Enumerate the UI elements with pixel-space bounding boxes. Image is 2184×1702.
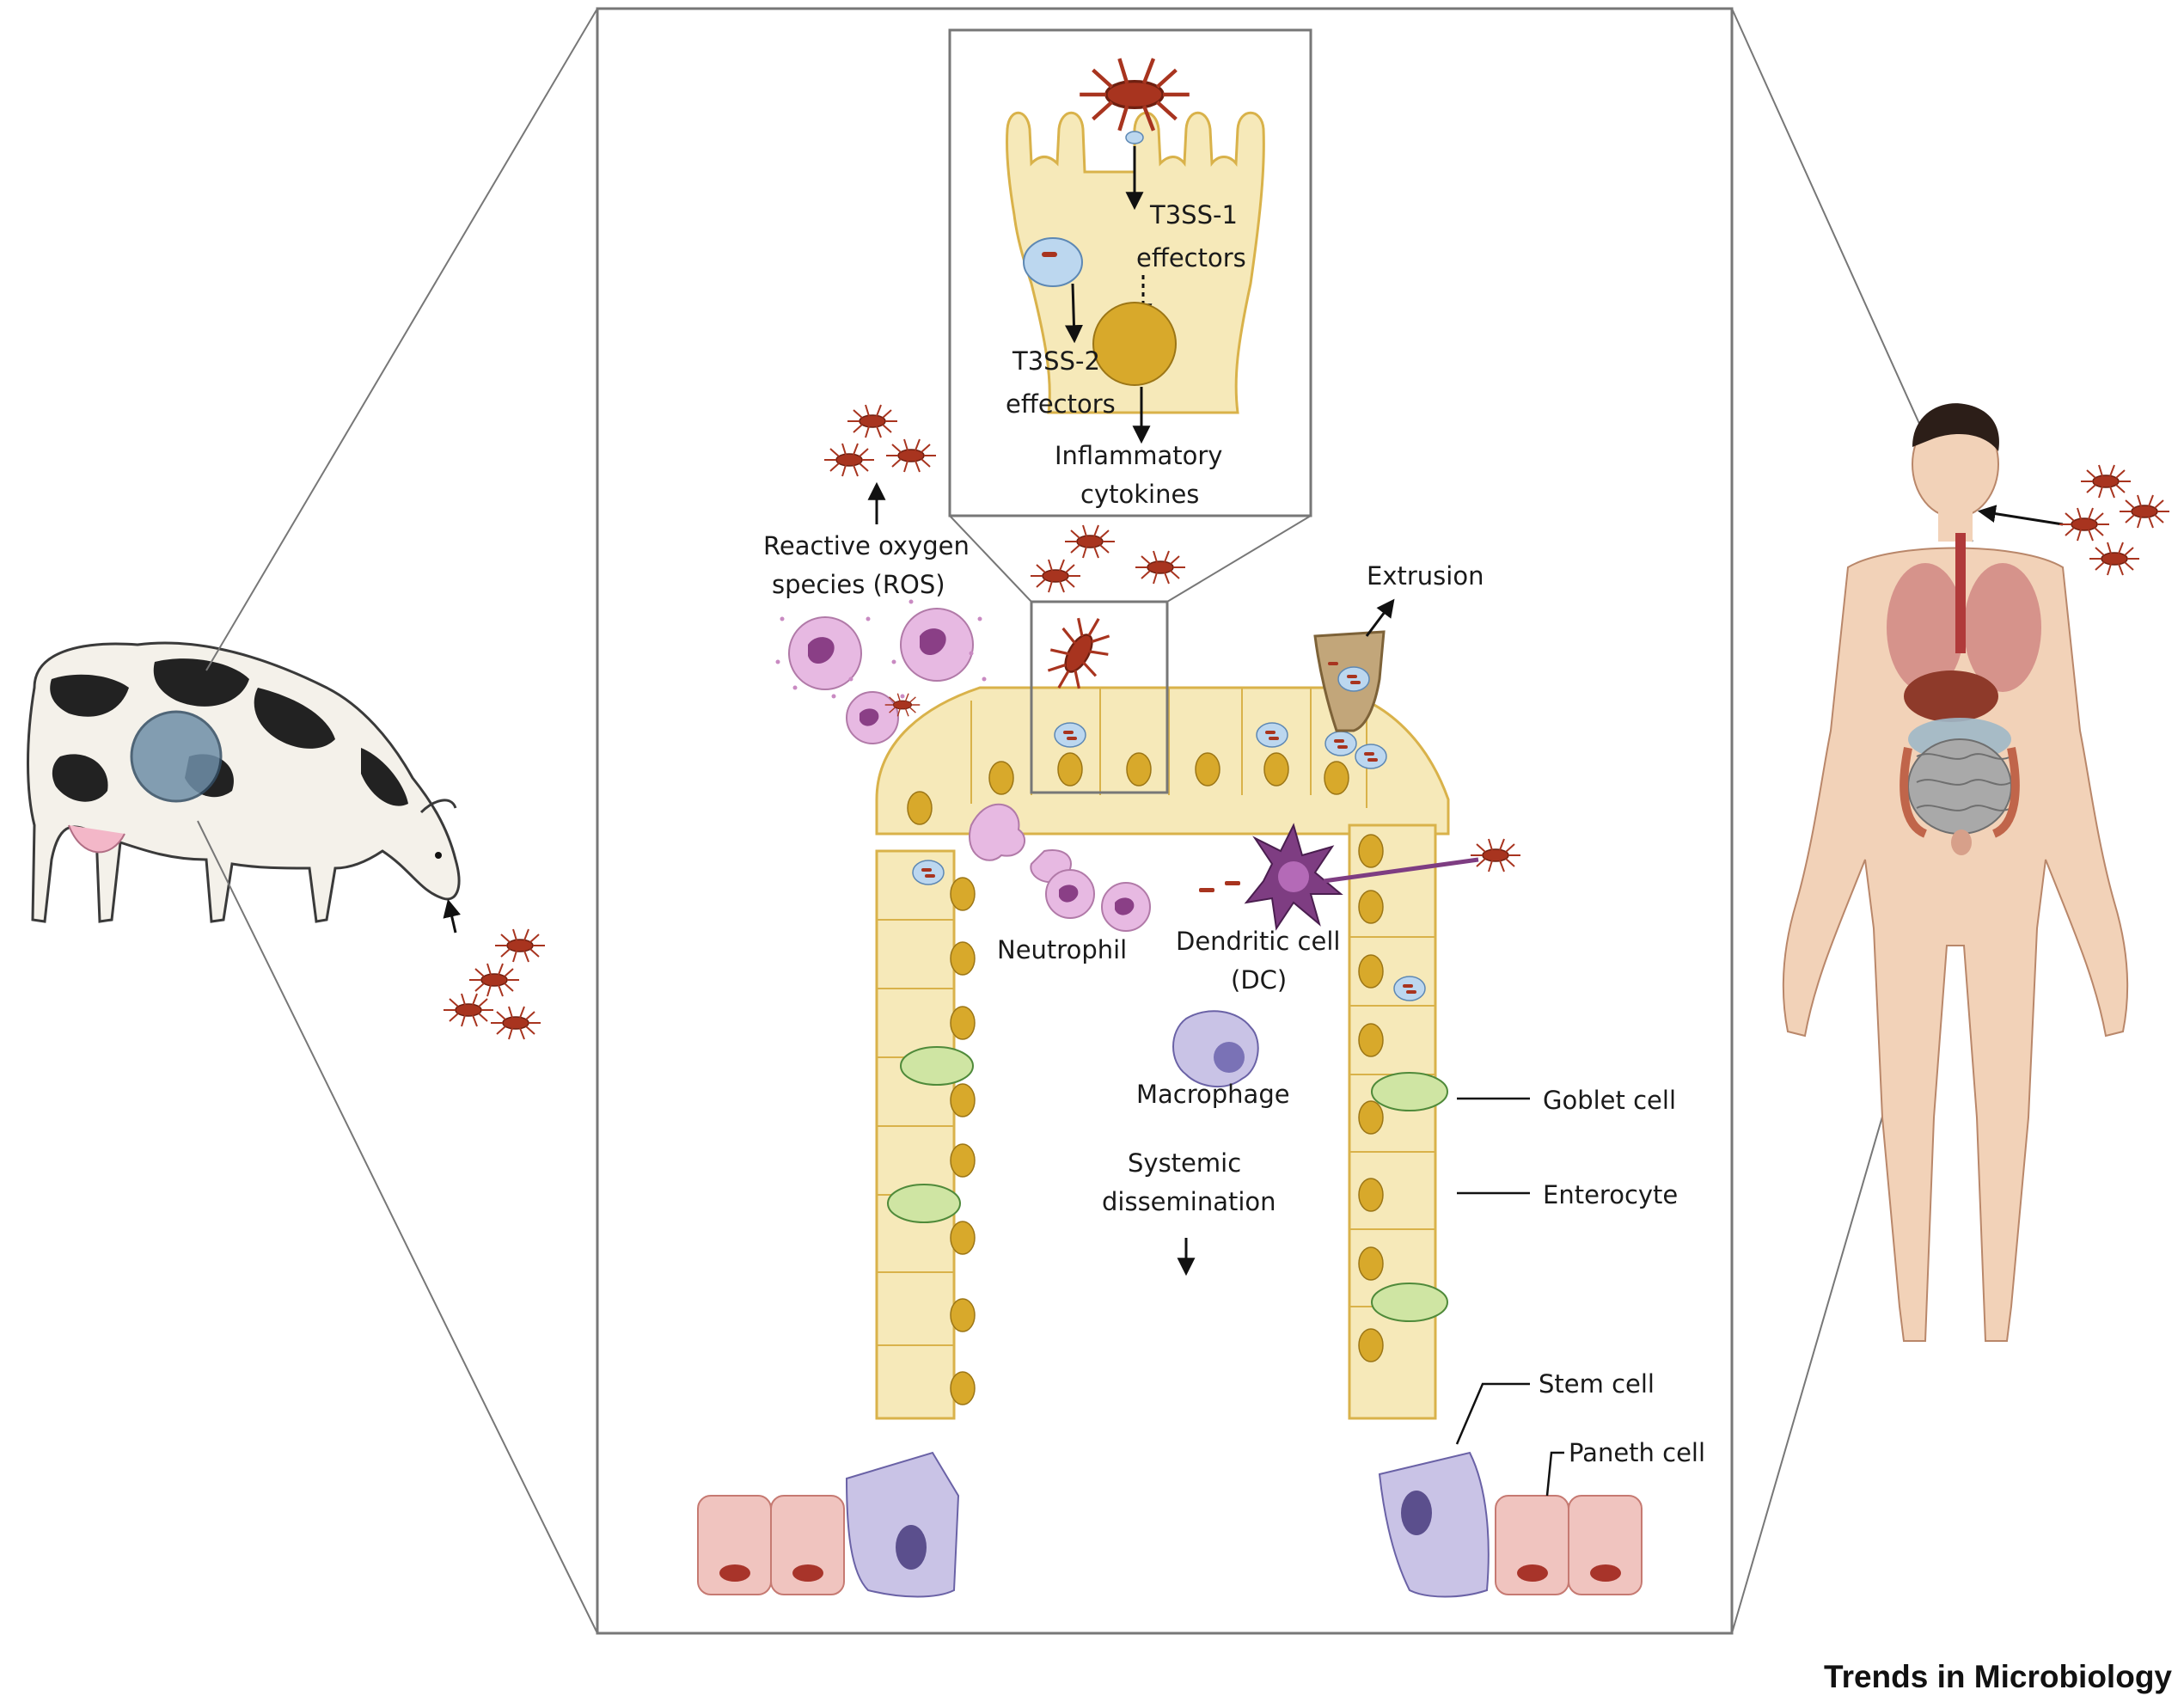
label-ros-line1: Reactive oxygen — [763, 531, 970, 560]
label-extrusion: Extrusion — [1367, 561, 1484, 591]
goblet-cell-left-2 — [887, 1184, 961, 1223]
label-t3ss2-line2: effectors — [1006, 389, 1116, 419]
bacterium-lumen-1 — [1064, 524, 1116, 559]
neutrophils-lamina — [969, 803, 1151, 932]
label-dc-line2: (DC) — [1231, 965, 1287, 995]
bacterium-human-4 — [2089, 542, 2140, 576]
bacterium-sampled-by-dc — [1470, 838, 1521, 872]
crypt-base-left — [697, 1451, 960, 1598]
zoom-box-epithelium — [1030, 600, 1169, 794]
journal-footer: Trends in Microbiology — [1824, 1659, 2172, 1694]
label-stem-cell: Stem cell — [1539, 1369, 1655, 1399]
bacterium-human-2 — [2059, 507, 2110, 542]
goblet-cell-right-2 — [1371, 1283, 1448, 1322]
main-panel-frame — [596, 7, 1734, 1635]
villus-epithelium — [875, 686, 1450, 1420]
bacterium-cow-3 — [443, 993, 494, 1027]
bacterium-human-3 — [2119, 494, 2170, 529]
label-neutrophil: Neutrophil — [997, 935, 1127, 964]
bacterium-lumen-2 — [1030, 559, 1081, 593]
dendritic-cell — [1244, 823, 1479, 931]
bacterium-cow-4 — [490, 1006, 541, 1040]
human-illustration — [1782, 403, 2129, 1342]
cow-illustration — [27, 641, 461, 923]
bacterium-cow-2 — [468, 963, 520, 997]
label-dc-line1: Dendritic cell — [1176, 927, 1340, 956]
goblet-cell-right-1 — [1371, 1072, 1448, 1111]
label-macrophage: Macrophage — [1136, 1080, 1290, 1109]
label-systemic-line1: Systemic — [1128, 1148, 1241, 1178]
label-ros-line2: species (ROS) — [772, 570, 945, 599]
goblet-cell-left-1 — [900, 1046, 974, 1086]
macrophage — [1172, 1010, 1259, 1088]
label-inflammatory-line2: cytokines — [1080, 480, 1199, 509]
bacterium-ros-2 — [823, 443, 875, 477]
label-paneth-cell: Paneth cell — [1569, 1438, 1705, 1467]
bacterium-cow-1 — [494, 928, 546, 963]
cow-intestine-highlight — [130, 710, 223, 803]
label-t3ss2-line1: T3SS-2 — [1012, 346, 1100, 376]
salmonella-containing-vacuole — [1023, 237, 1083, 287]
label-t3ss1-line1: T3SS-1 — [1149, 200, 1238, 230]
label-systemic-line2: dissemination — [1102, 1187, 1276, 1216]
bacterium-human-1 — [2080, 464, 2132, 499]
bacterium-ros-1 — [847, 404, 898, 438]
bacterium-ros-3 — [885, 438, 937, 473]
label-goblet-cell: Goblet cell — [1543, 1086, 1676, 1115]
label-enterocyte: Enterocyte — [1543, 1180, 1678, 1209]
label-t3ss1-line2: effectors — [1136, 243, 1246, 272]
label-inflammatory-line1: Inflammatory — [1055, 441, 1222, 470]
inset-nucleus — [1092, 302, 1177, 386]
bacterium-lumen-3 — [1135, 550, 1186, 585]
crypt-base-right — [1378, 1451, 1643, 1598]
